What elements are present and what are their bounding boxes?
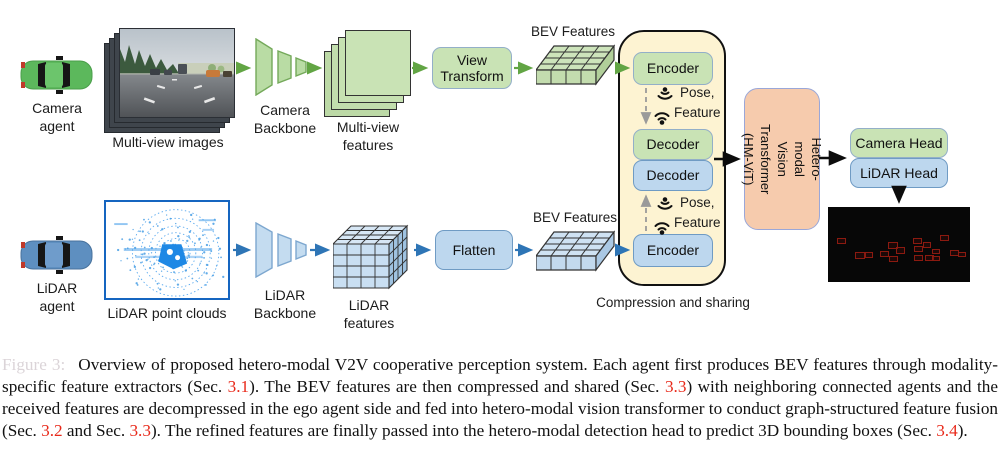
detection-bbox bbox=[914, 246, 923, 252]
detection-bbox bbox=[913, 238, 922, 244]
detection-bbox bbox=[880, 251, 889, 257]
caption-segment: ). bbox=[957, 420, 968, 440]
camera-agent-car-icon bbox=[20, 56, 93, 94]
caption-segment: ). The BEV features are then compressed … bbox=[249, 376, 665, 396]
detection-bbox bbox=[914, 255, 923, 261]
broadcast-tx-icon bbox=[657, 87, 673, 100]
decoder-camera-box: Decoder bbox=[633, 129, 713, 160]
detection-bbox bbox=[932, 256, 940, 261]
detection-bbox bbox=[865, 252, 873, 258]
lidar-agent-car-icon bbox=[20, 236, 93, 274]
detection-bbox bbox=[940, 235, 949, 241]
detection-bbox bbox=[923, 242, 931, 248]
lidar-features-label: LiDAR features bbox=[343, 297, 395, 332]
wifi-rx-icon bbox=[654, 112, 670, 125]
section-ref: 3.3 bbox=[664, 376, 687, 396]
caption-segment: and Sec. bbox=[62, 420, 130, 440]
lidar-backbone-icon bbox=[255, 222, 307, 278]
multiview-features-label: Multi-view features bbox=[336, 119, 400, 154]
section-ref: 3.2 bbox=[41, 420, 63, 440]
camera-head-label: Camera Head bbox=[855, 134, 943, 151]
section-ref: 3.4 bbox=[936, 420, 958, 440]
detection-output bbox=[828, 207, 970, 282]
lidar-pointcloud-label: LiDAR point clouds bbox=[107, 305, 227, 321]
lidar-head-label: LiDAR Head bbox=[860, 164, 938, 181]
lidar-features-cube bbox=[333, 224, 409, 290]
hmvit-line1: Hetero-modal bbox=[792, 137, 825, 181]
hmvit-label: Hetero-modal Vision Transformer (HM-ViT) bbox=[740, 122, 825, 196]
multiview-front-image bbox=[119, 28, 235, 118]
wifi-rx-icon bbox=[654, 222, 670, 235]
multiview-feature-sheet bbox=[345, 30, 411, 96]
caption-segment: ) with neighboring connected agents and … bbox=[2, 376, 999, 440]
section-ref: 3.3 bbox=[129, 420, 151, 440]
lidar-agent-label: LiDAR agent bbox=[36, 280, 78, 315]
detection-bbox bbox=[888, 242, 898, 249]
bev-features-label-camera: BEV Features bbox=[530, 24, 616, 39]
flatten-box: Flatten bbox=[435, 230, 513, 270]
encoder-lidar-label: Encoder bbox=[646, 242, 700, 259]
caption-text: Overview of proposed hetero-modal V2V co… bbox=[2, 355, 998, 439]
feature-label-top: Feature bbox=[674, 105, 721, 120]
lidar-head-box: LiDAR Head bbox=[850, 158, 948, 188]
detection-bbox bbox=[896, 247, 905, 254]
multiview-images-label: Multi-view images bbox=[112, 134, 224, 150]
view-transform-box: View Transform bbox=[432, 47, 512, 89]
decoder-lidar-box: Decoder bbox=[633, 160, 713, 191]
bev-features-slab-lidar bbox=[536, 230, 616, 272]
bev-features-label-lidar: BEV Features bbox=[532, 210, 618, 225]
hmvit-line3: (HM-ViT) bbox=[741, 132, 757, 186]
caption-segment: Overview of proposed hetero-modal V2V co… bbox=[2, 355, 999, 396]
broadcast-tx-icon bbox=[657, 197, 673, 210]
figure-number-ghost: Figure 3: bbox=[2, 355, 66, 375]
encoder-camera-label: Encoder bbox=[646, 60, 700, 77]
lidar-backbone-label: LiDAR Backbone bbox=[253, 287, 317, 322]
camera-agent-label: Camera agent bbox=[32, 100, 82, 135]
detection-bbox bbox=[837, 238, 846, 244]
pose-label-top: Pose, bbox=[680, 85, 715, 100]
detection-bbox bbox=[855, 252, 865, 259]
compression-sharing-label: Compression and sharing bbox=[596, 295, 750, 310]
camera-backbone-label: Camera Backbone bbox=[253, 102, 317, 137]
view-transform-label: View Transform bbox=[440, 51, 504, 84]
detection-bbox bbox=[932, 249, 940, 254]
figure-caption: Figure 3:Overview of proposed hetero-mod… bbox=[0, 354, 1000, 441]
detection-bbox bbox=[958, 252, 966, 257]
detection-bbox bbox=[925, 255, 934, 261]
flatten-label: Flatten bbox=[452, 241, 496, 258]
encoder-lidar-box: Encoder bbox=[633, 234, 713, 267]
bev-features-slab-camera bbox=[536, 44, 616, 86]
hmvit-line2: Vision Transformer bbox=[758, 123, 791, 195]
caption-segment: ). The refined features are finally pass… bbox=[150, 420, 937, 440]
hmvit-box: Hetero-modal Vision Transformer (HM-ViT) bbox=[742, 88, 824, 230]
pose-label-bottom: Pose, bbox=[680, 195, 715, 210]
feature-label-bottom: Feature bbox=[674, 215, 721, 230]
camera-head-box: Camera Head bbox=[850, 128, 948, 158]
decoder-lidar-label: Decoder bbox=[646, 167, 700, 184]
encoder-camera-box: Encoder bbox=[633, 52, 713, 85]
decoder-camera-label: Decoder bbox=[646, 136, 700, 153]
detection-bbox bbox=[889, 256, 898, 262]
lidar-pointcloud-image bbox=[104, 200, 230, 300]
camera-backbone-icon bbox=[255, 38, 307, 96]
section-ref: 3.1 bbox=[227, 376, 250, 396]
